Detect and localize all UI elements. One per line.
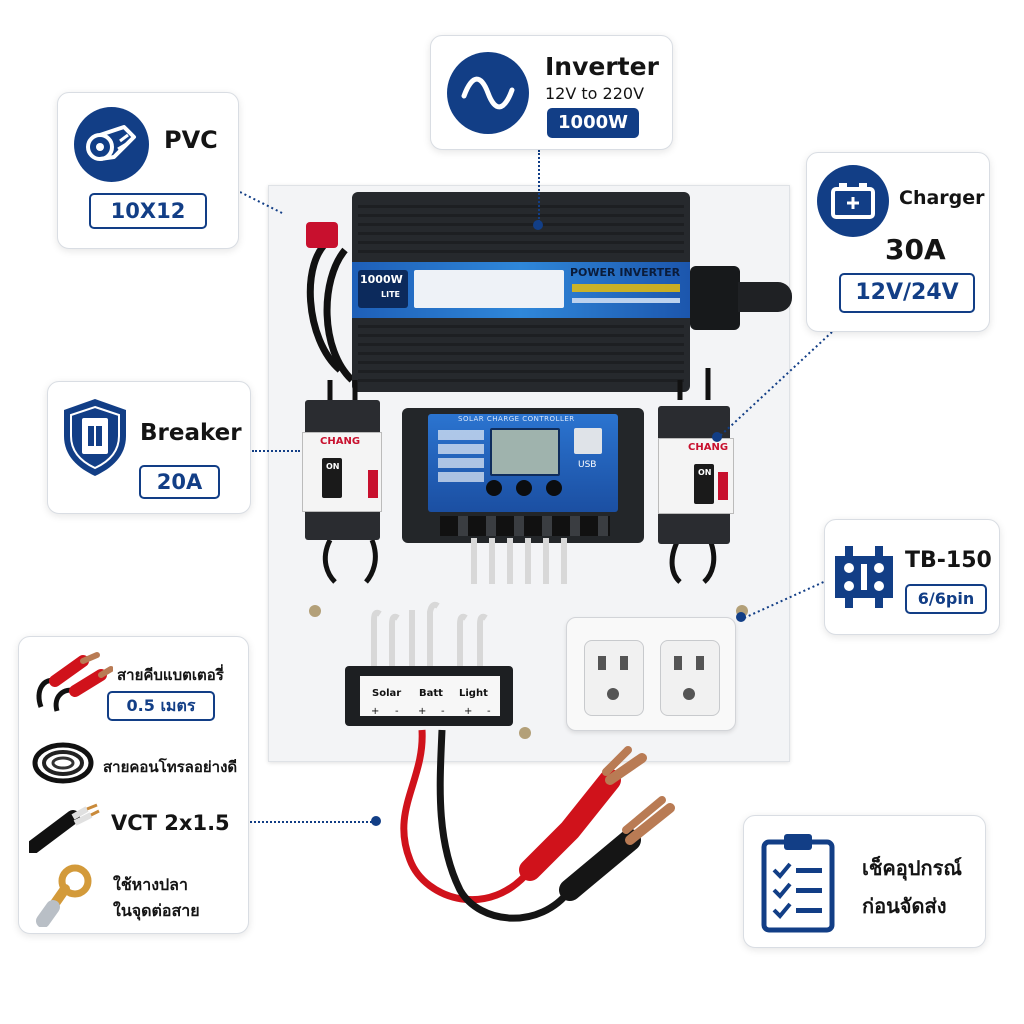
cable-label: สายคอนโทรลอย่างดี xyxy=(103,758,238,776)
terminal-sign: + xyxy=(464,706,473,717)
outlet-holes xyxy=(696,656,704,670)
terminal-callout: TB-150 6/6pin xyxy=(824,519,1000,635)
breaker-title: Breaker xyxy=(140,420,242,446)
controller-lcd xyxy=(490,428,560,476)
inverter-fine-print xyxy=(572,298,680,303)
battery-icon xyxy=(817,165,889,237)
inverter-badge: 1000W xyxy=(547,108,639,138)
battery-clip-cables xyxy=(400,729,675,922)
terminal-title: TB-150 xyxy=(905,548,992,573)
right-breaker-brand: CHANG xyxy=(688,442,729,453)
controller-button-3 xyxy=(546,480,562,496)
breaker-badge: 20A xyxy=(139,465,220,499)
controller-title: SOLAR CHARGE CONTROLLER xyxy=(458,415,575,423)
right-breaker-red-stripe xyxy=(718,472,728,500)
terminal-sign: - xyxy=(487,706,491,717)
inverter-subtitle: 12V to 220V xyxy=(545,84,645,103)
controller-button-1 xyxy=(486,480,502,496)
outlet-socket-left xyxy=(584,640,644,716)
breaker-callout: Breaker 20A xyxy=(47,381,251,514)
right-breaker-toggle xyxy=(694,464,714,504)
controller-usb-ports xyxy=(574,428,602,454)
outlet-holes xyxy=(674,656,682,670)
terminal-block-label-strip xyxy=(360,676,500,716)
charger-value: 30A xyxy=(885,233,946,266)
terminal-connector xyxy=(743,579,829,619)
inverter-info-panel xyxy=(414,270,564,308)
inverter-brand-text: POWER INVERTER xyxy=(570,266,681,279)
inverter-power-badge xyxy=(358,270,408,308)
inverter-badge-text: 1000W xyxy=(360,273,403,286)
inverter-title: Inverter xyxy=(545,52,659,81)
check-callout: เช็คอุปกรณ์ ก่อนจัดส่ง xyxy=(743,815,986,948)
left-breaker-red-stripe xyxy=(368,470,378,498)
breaker-wires xyxy=(322,368,717,584)
clip-label: สายคีบแบตเตอรี่ xyxy=(117,666,224,684)
ring-lug-icon xyxy=(36,864,92,927)
ac-plug-cord xyxy=(738,282,792,312)
terminal-label-solar: Solar xyxy=(372,688,402,699)
inverter-wires xyxy=(306,237,355,383)
breaker-shield-icon xyxy=(64,399,126,476)
ac-plug xyxy=(690,266,740,330)
pvc-callout: PVC 10X12 xyxy=(57,92,239,249)
controller-status-icons xyxy=(438,430,484,482)
right-breaker-on: ON xyxy=(698,468,712,477)
terminal-label-light: Light xyxy=(459,688,488,699)
charger-connector xyxy=(719,331,833,437)
clipboard-checklist-icon xyxy=(761,834,835,933)
connector-dot xyxy=(736,612,746,622)
battery-clip-icon xyxy=(36,652,113,712)
accessories-card: สายคีบแบตเตอรี่ 0.5 เมตร สายคอนโทรลอย่าง… xyxy=(18,636,249,934)
connector-dot xyxy=(533,220,543,230)
control-cable-icon xyxy=(32,742,94,784)
vct-cable-icon xyxy=(29,803,100,853)
outlet-holes xyxy=(683,688,695,700)
screw xyxy=(519,727,531,739)
pvc-badge: 10X12 xyxy=(89,193,207,229)
connector-dot xyxy=(712,432,722,442)
terminal-label-batt: Batt xyxy=(419,688,443,699)
controller-wires xyxy=(471,538,567,584)
lug-line-2: ในจุดต่อสาย xyxy=(113,901,200,920)
outlet-holes xyxy=(607,688,619,700)
pvc-connector xyxy=(240,191,285,215)
outlet-holes xyxy=(598,656,606,670)
outlet-holes xyxy=(620,656,628,670)
charger-title: Charger xyxy=(899,187,985,209)
controller-usb-label: USB xyxy=(578,460,597,470)
terminal-sign: - xyxy=(395,706,399,717)
terminal-sign: + xyxy=(371,706,380,717)
controller-button-2 xyxy=(516,480,532,496)
check-line-2: ก่อนจัดส่ง xyxy=(862,894,947,918)
left-breaker-on: ON xyxy=(326,462,340,471)
terminal-wires xyxy=(371,601,488,668)
terminal-badge: 6/6pin xyxy=(905,584,987,614)
vct-label: VCT 2x1.5 xyxy=(111,811,230,835)
inverter-connector xyxy=(538,150,540,222)
connector-dot xyxy=(371,816,381,826)
inverter-badge-sub: LITE xyxy=(381,290,400,299)
check-line-1: เช็คอุปกรณ์ xyxy=(862,856,962,880)
breaker-connector xyxy=(252,450,300,452)
terminal-block-icon xyxy=(835,546,893,608)
outlet-socket-right xyxy=(660,640,720,716)
inverter-brand-sub xyxy=(572,284,680,292)
controller-terminal-strip xyxy=(440,516,610,536)
pvc-title: PVC xyxy=(164,126,218,154)
clip-badge: 0.5 เมตร xyxy=(107,691,215,721)
inverter-callout: Inverter 12V to 220V 1000W xyxy=(430,35,673,150)
lug-line-1: ใช้หางปลา xyxy=(113,875,188,894)
left-breaker-toggle xyxy=(322,458,342,498)
terminal-sign: + xyxy=(418,706,427,717)
sine-wave-icon xyxy=(447,52,529,134)
screw xyxy=(309,605,321,617)
accessory-connector xyxy=(250,821,372,823)
terminal-sign: - xyxy=(441,706,445,717)
charger-callout: Charger 30A 12V/24V xyxy=(806,152,990,332)
charger-badge: 12V/24V xyxy=(839,273,975,313)
pvc-roll-icon xyxy=(74,107,149,182)
left-breaker-brand: CHANG xyxy=(320,436,361,447)
red-terminal-cap xyxy=(306,222,338,248)
